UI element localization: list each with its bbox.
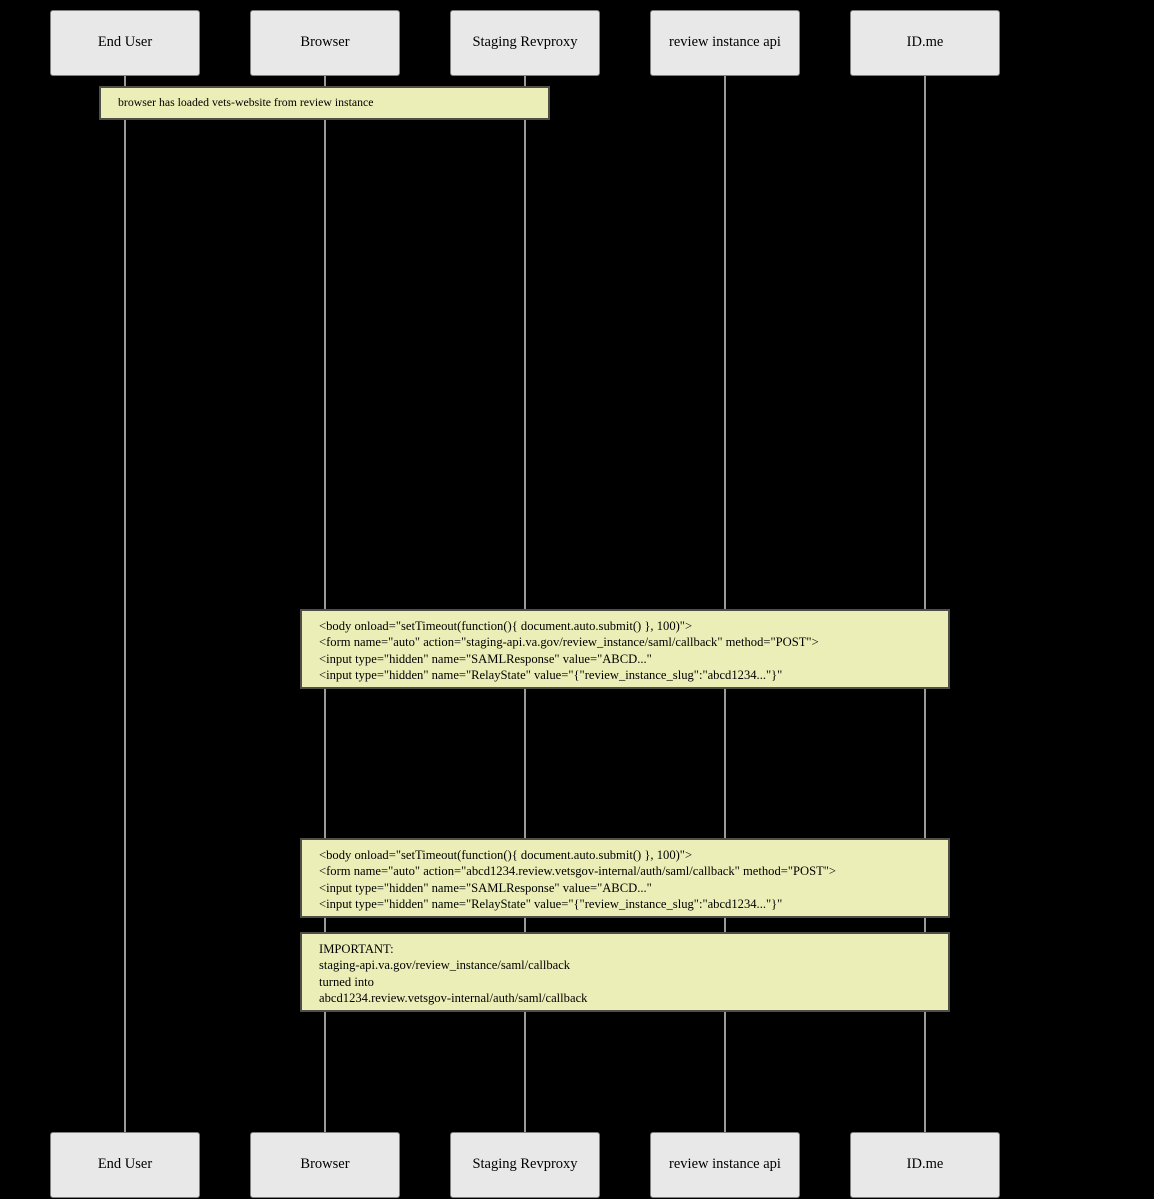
note-note-important-rewrite: IMPORTANT: staging-api.va.gov/review_inst… (300, 932, 950, 1012)
participant-label: Staging Revproxy (472, 1156, 578, 1173)
participant-box-staging-revproxy-footer[interactable]: Staging Revproxy (450, 1132, 600, 1198)
participant-label: review instance api (669, 34, 781, 51)
participant-label: ID.me (906, 34, 944, 51)
participant-label: End User (97, 34, 153, 51)
participant-box-review-instance-api[interactable]: review instance api (650, 10, 800, 76)
lifeline-end-user (124, 76, 126, 1132)
note-line: <form name="auto" action="abcd1234.revie… (319, 864, 837, 879)
participant-label: Browser (300, 1156, 350, 1173)
participant-label: review instance api (669, 1156, 781, 1173)
note-line: <input type="hidden" name="RelayState" v… (319, 667, 783, 682)
participant-label: Staging Revproxy (472, 34, 578, 51)
participant-label: End User (97, 1156, 153, 1173)
participant-box-browser[interactable]: Browser (250, 10, 400, 76)
note-line: <input type="hidden" name="RelayState" v… (319, 896, 783, 911)
participant-label: Browser (300, 34, 350, 51)
note-line: <input type="hidden" name="SAMLResponse"… (319, 651, 652, 666)
participant-box-browser-footer[interactable]: Browser (250, 1132, 400, 1198)
note-line: abcd1234.review.vetsgov-internal/auth/sa… (319, 990, 588, 1005)
lifeline-review-instance-api (724, 76, 726, 1132)
participant-box-review-instance-api-footer[interactable]: review instance api (650, 1132, 800, 1198)
note-line: <input type="hidden" name="SAMLResponse"… (319, 880, 652, 895)
lifeline-staging-revproxy (524, 76, 526, 1132)
note-line: browser has loaded vets-website from rev… (118, 95, 374, 109)
note-note-browser-loaded: browser has loaded vets-website from rev… (99, 86, 550, 120)
note-note-autosubmit-staging: <body onload="setTimeout(function(){ doc… (300, 609, 950, 689)
lifeline-browser (324, 76, 326, 1132)
participant-box-end-user-footer[interactable]: End User (50, 1132, 200, 1198)
participant-box-id-me[interactable]: ID.me (850, 10, 1000, 76)
participant-label: ID.me (906, 1156, 944, 1173)
note-line: <form name="auto" action="staging-api.va… (319, 635, 819, 650)
note-note-autosubmit-review: <body onload="setTimeout(function(){ doc… (300, 838, 950, 918)
note-line: <body onload="setTimeout(function(){ doc… (319, 619, 693, 633)
participant-box-end-user[interactable]: End User (50, 10, 200, 76)
note-line: IMPORTANT: (319, 942, 394, 956)
note-line: <body onload="setTimeout(function(){ doc… (319, 848, 693, 862)
note-line: turned into (319, 974, 374, 989)
lifeline-id-me (924, 76, 926, 1132)
note-line: staging-api.va.gov/review_instance/saml/… (319, 958, 571, 973)
participant-box-staging-revproxy[interactable]: Staging Revproxy (450, 10, 600, 76)
participant-box-id-me-footer[interactable]: ID.me (850, 1132, 1000, 1198)
